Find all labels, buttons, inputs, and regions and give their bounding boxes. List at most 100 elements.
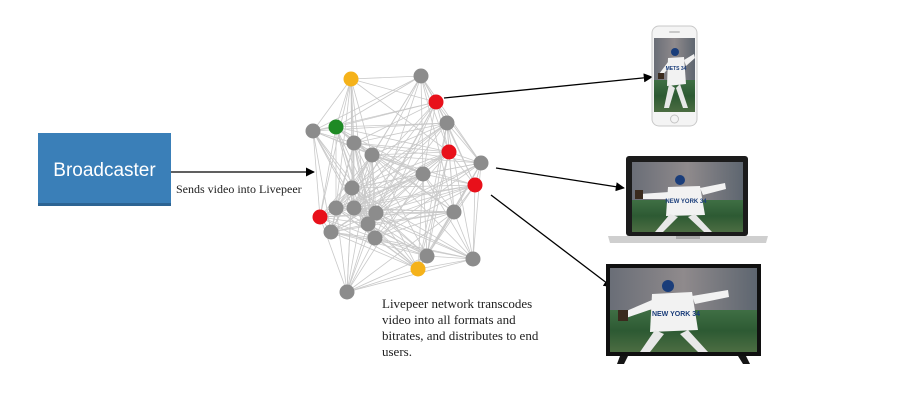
network-edge — [417, 258, 474, 270]
network-node-gray — [328, 200, 344, 216]
network-node-yellow — [343, 71, 359, 87]
network-edge — [374, 101, 437, 239]
network-edge — [350, 75, 422, 80]
network-edge — [367, 122, 448, 225]
network-node-red — [312, 209, 328, 225]
network-edge — [374, 237, 419, 270]
arrow-to-laptop — [495, 167, 625, 192]
network-edge — [312, 78, 352, 132]
network-edge — [335, 207, 348, 293]
network-edge — [319, 216, 419, 270]
network-edge — [374, 237, 428, 257]
network-edge — [422, 173, 455, 213]
network-node-gray — [305, 123, 321, 139]
broadcaster-label: Broadcaster — [53, 160, 156, 181]
network-edge — [353, 142, 424, 175]
network-edges — [312, 75, 482, 293]
network-node-gray — [360, 216, 376, 232]
network-edge — [353, 142, 377, 214]
network-edge — [312, 130, 353, 189]
network-edge — [353, 184, 476, 209]
network-edge — [330, 231, 474, 260]
network-edge — [335, 122, 448, 128]
network-edge — [371, 154, 424, 175]
network-edge — [353, 142, 450, 153]
network-node-gray — [346, 135, 362, 151]
edge-label: Sends video into Livepeer — [176, 182, 302, 196]
network-edge — [374, 237, 474, 260]
network-edge — [426, 211, 455, 257]
network-node-green — [328, 119, 344, 135]
network-node-red — [441, 144, 457, 160]
network-edge — [335, 75, 422, 128]
network-edge — [371, 151, 450, 156]
network-edge — [346, 237, 376, 293]
network-node-gray — [344, 180, 360, 196]
network-edge — [353, 101, 437, 144]
network-edge — [350, 78, 373, 156]
network-edge — [335, 126, 424, 175]
network-edge — [353, 101, 437, 209]
network-node-gray — [339, 284, 355, 300]
network-edge — [350, 78, 450, 153]
network-edge — [330, 212, 377, 233]
network-edge — [330, 211, 455, 233]
network-edge — [312, 130, 377, 214]
network-edge — [312, 130, 321, 218]
broadcaster-box: Broadcaster — [38, 133, 171, 206]
network-node-red — [428, 94, 444, 110]
network-node-red — [467, 177, 483, 193]
network-edge — [446, 122, 476, 186]
network-edge — [319, 126, 337, 218]
network-node-yellow — [410, 261, 426, 277]
network-edge — [371, 154, 482, 164]
network-edge — [335, 126, 450, 153]
network-edge — [367, 184, 476, 225]
network-edge — [375, 151, 450, 214]
network-edge — [335, 126, 353, 189]
network-node-gray — [364, 147, 380, 163]
network-edge — [422, 173, 428, 257]
network-caption: Livepeer network transcodes video into a… — [382, 296, 539, 359]
network-node-gray — [367, 230, 383, 246]
network-edge — [319, 216, 369, 225]
network-edge — [346, 258, 474, 293]
network-edge — [367, 223, 428, 257]
network-edge — [420, 75, 424, 175]
network-edge — [371, 122, 448, 156]
network-edge — [319, 211, 455, 218]
network-edge — [351, 151, 450, 189]
network-edge — [351, 184, 476, 189]
network-edge — [330, 142, 355, 233]
network-edge — [374, 184, 476, 239]
arrow-to-phone — [443, 73, 653, 99]
network-node-gray — [446, 204, 462, 220]
phone-device: METS 34 — [651, 25, 698, 127]
network-edge — [319, 78, 352, 218]
network-edge — [346, 154, 373, 293]
network-edge — [346, 223, 369, 293]
network-edge — [435, 101, 482, 164]
tv-device: NEW YORK 34 — [606, 264, 761, 364]
network-nodes — [305, 68, 489, 300]
network-node-gray — [413, 68, 429, 84]
network-edge — [422, 101, 437, 175]
arrow-to-tv — [490, 194, 613, 288]
network-edge — [351, 187, 428, 257]
laptop-pitcher-image: NEW YORK 34 — [635, 175, 726, 232]
network-edge — [453, 211, 474, 260]
network-edge — [353, 122, 448, 144]
network-edge — [346, 211, 455, 293]
network-node-gray — [346, 200, 362, 216]
network-edge — [446, 122, 474, 260]
tv-pitcher-image: NEW YORK 34 — [618, 280, 729, 352]
network-edge — [448, 151, 455, 213]
network-edge — [371, 154, 474, 260]
network-node-gray — [473, 155, 489, 171]
network-edge — [472, 184, 476, 260]
network-edge — [351, 173, 424, 189]
network-node-gray — [415, 166, 431, 182]
network-edge — [417, 122, 448, 270]
network-edge — [374, 162, 482, 239]
